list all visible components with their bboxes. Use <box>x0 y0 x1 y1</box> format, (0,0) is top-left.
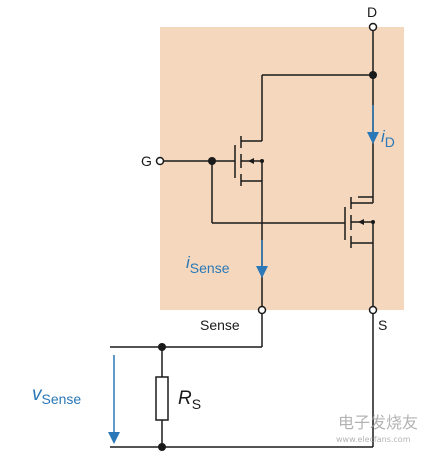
isense-label: iSense <box>186 253 230 276</box>
mosfet-package-area <box>160 27 404 310</box>
drain-terminal <box>368 22 378 32</box>
id-label: iD <box>381 127 395 150</box>
sense-terminal <box>257 305 267 315</box>
rs-resistor <box>155 376 169 421</box>
gate-terminal <box>155 156 165 166</box>
watermark: 电子发烧友 www.elecfans.com <box>336 413 418 444</box>
main-mosfet <box>344 197 375 248</box>
vsense-label: vSense <box>32 384 81 407</box>
sense-mosfet <box>234 136 264 186</box>
source-terminal <box>368 305 378 315</box>
watermark-url: www.elecfans.com <box>336 435 411 444</box>
drain-label: D <box>367 4 377 20</box>
gate-label: G <box>141 153 152 169</box>
sense-terminal-label: Sense <box>200 317 240 333</box>
source-terminal-label: S <box>378 317 387 333</box>
watermark-logo-text: 电子发烧友 <box>338 413 418 432</box>
rs-label: RS <box>178 388 201 412</box>
